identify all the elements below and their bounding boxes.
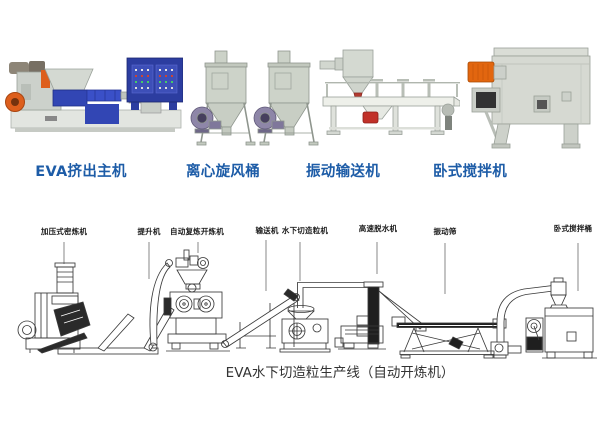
production-line-diagram: [17, 240, 597, 359]
diagram-label-kneader: 加压式密炼机: [40, 227, 88, 236]
screen-drawing: [391, 316, 507, 359]
mixer-machine: [467, 47, 591, 149]
extruder-control-cabinet: [126, 57, 183, 110]
diagram-label-conveyor: 输送机: [255, 226, 279, 235]
diagram-label-dehydrator: 高速脱水机: [358, 224, 398, 233]
product-label-extruder: EVA挤出主机: [35, 164, 127, 180]
extruder-machine: [5, 61, 182, 132]
horizontal-mixer-photo: [467, 47, 591, 149]
mixer-drawing: [525, 307, 597, 359]
diagram-label-elevator: 提升机: [137, 227, 161, 236]
conveyor-drawing: [221, 288, 300, 349]
diagram-caption: EVA水下切造粒生产线（自动开炼机）: [225, 365, 455, 381]
leader-lines: [63, 240, 579, 294]
extruder-photo: [5, 57, 183, 132]
diagram-label-screen: 振动筛: [433, 227, 457, 236]
product-label-cyclone: 离心旋风桶: [186, 164, 260, 180]
cyclone-barrels-photo: [190, 50, 319, 146]
diagram-label-mixer: 卧式搅拌桶: [553, 224, 593, 233]
conveyor-machine: [319, 49, 460, 135]
diagram-label-mill: 自动复炼开炼机: [170, 227, 224, 236]
cyclone-unit: [190, 50, 256, 146]
feeder-cyclone-drawing: [548, 277, 570, 312]
blower-duct-drawing: [490, 285, 554, 359]
product-label-mixer: 卧式搅拌机: [433, 164, 507, 180]
cyclone-unit: [253, 50, 319, 146]
diagram-label-pelletizer: 水下切造粒机: [281, 226, 329, 235]
pelletizer-drawing: [279, 282, 378, 353]
dehydrator-drawing: [334, 281, 427, 350]
vibrating-conveyor-photo: [319, 49, 460, 135]
mill-drawing: [163, 249, 230, 352]
elevator-drawing: [148, 259, 173, 352]
product-label-conveyor: 振动输送机: [306, 164, 380, 180]
kneader-drawing: [17, 262, 91, 354]
